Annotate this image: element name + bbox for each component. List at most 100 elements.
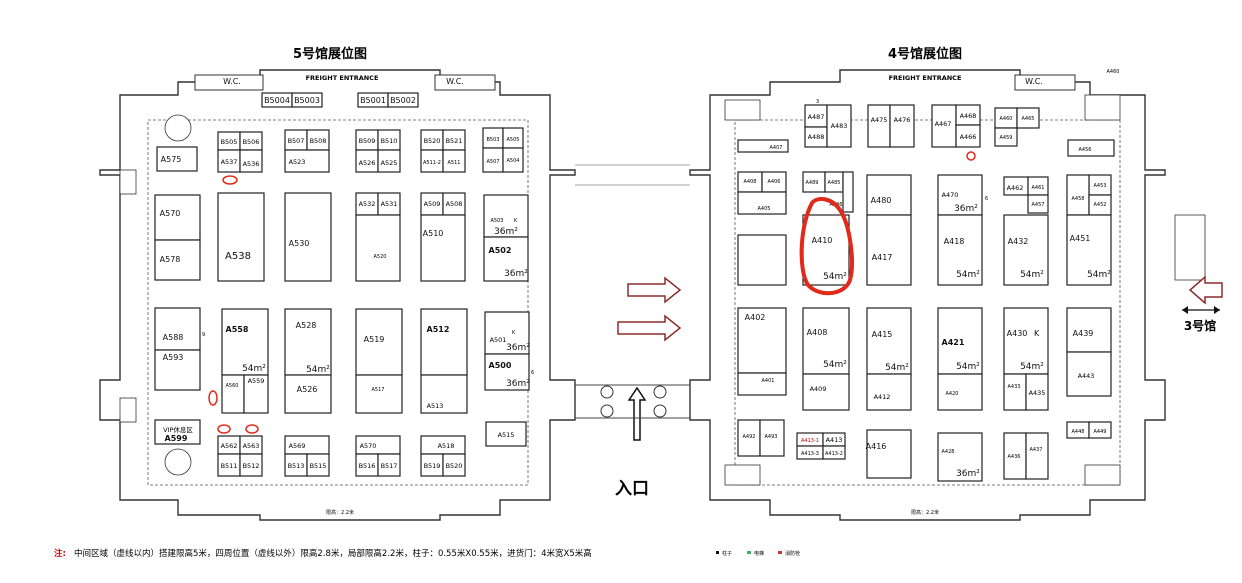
booth-A461[interactable]: A461	[1027, 176, 1049, 196]
booth-B517[interactable]: B517	[377, 453, 401, 477]
booth-B508[interactable]: B508	[306, 129, 330, 151]
booth-A488[interactable]: A488	[804, 126, 828, 148]
booth-A452[interactable]: A452	[1088, 194, 1112, 216]
booth-B512[interactable]: B512	[239, 453, 263, 477]
booth-B505[interactable]: B505	[217, 131, 241, 151]
booth-A563[interactable]: A563	[239, 435, 263, 455]
booth-A511-2[interactable]: A511-2	[420, 149, 444, 173]
booth-A537[interactable]: A537	[217, 149, 241, 173]
booth-A493[interactable]: A493	[759, 419, 785, 457]
booth-A401[interactable]: A401	[737, 372, 787, 396]
booth-A405[interactable]: A405	[737, 191, 787, 215]
booth-B5002[interactable]: B5002	[387, 92, 419, 108]
booth-A505[interactable]: A505	[502, 127, 524, 149]
booth-A406[interactable]: A406	[761, 171, 787, 193]
booth-A518[interactable]: A518	[420, 435, 466, 455]
booth-B5004[interactable]: B5004	[261, 92, 293, 108]
booth-A467[interactable]: A467	[931, 104, 957, 148]
booth-A526[interactable]: A526	[355, 149, 379, 173]
booth-B516[interactable]: B516	[355, 453, 379, 477]
booth-A408t[interactable]: A408	[737, 171, 763, 193]
booth-A523[interactable]: A523	[284, 149, 330, 173]
booth-A435[interactable]: A435	[1025, 373, 1049, 411]
booth-A530[interactable]: A530	[284, 192, 332, 282]
booth-B509[interactable]: B509	[355, 129, 379, 151]
booth-B510[interactable]: B510	[377, 129, 401, 151]
booth-A538[interactable]: A538	[217, 192, 265, 282]
booth-A439[interactable]: A439	[1066, 307, 1112, 353]
booth-A457[interactable]: A457	[1027, 194, 1049, 214]
booth-A508[interactable]: A508	[442, 192, 466, 216]
booth-A476[interactable]: A476	[889, 104, 915, 148]
booth-A560[interactable]: A560	[221, 374, 245, 414]
booth-A536[interactable]: A536	[239, 149, 263, 173]
booth-A453[interactable]: A453	[1088, 174, 1112, 196]
booth-A417[interactable]: A417	[866, 214, 912, 286]
booth-A459[interactable]: A459	[994, 127, 1018, 147]
booth-A475[interactable]: A475	[867, 104, 891, 148]
booth-B506[interactable]: B506	[239, 131, 263, 151]
booth-A588[interactable]: A588	[154, 307, 201, 351]
booth-B521[interactable]: B521	[442, 129, 466, 151]
booth-A513[interactable]: A513	[420, 374, 468, 414]
booth-A412[interactable]: A412	[866, 373, 912, 411]
booth-A532[interactable]: A532	[355, 192, 379, 216]
booth-A593[interactable]: A593	[154, 349, 201, 391]
booth-B519[interactable]: B519	[420, 453, 444, 477]
booth-B520[interactable]: B520	[420, 129, 444, 151]
booth-A462[interactable]: A462	[1003, 176, 1029, 196]
booth-A504[interactable]: A504	[502, 147, 524, 173]
booth-A489[interactable]: A489	[802, 171, 826, 193]
booth-A569[interactable]: A569	[284, 435, 330, 455]
booth-A570b[interactable]: A570	[355, 435, 401, 455]
booth-A433[interactable]: A433	[1003, 373, 1027, 411]
booth-A575[interactable]: A575	[156, 146, 198, 172]
booth-A409[interactable]: A409	[802, 373, 850, 411]
booth-A437[interactable]: A437	[1025, 432, 1049, 480]
booth-A413[interactable]: A413	[822, 432, 846, 447]
booth-A511[interactable]: A511	[442, 149, 466, 173]
booth-A531[interactable]: A531	[377, 192, 401, 216]
booth-A465[interactable]: A465	[1016, 107, 1040, 129]
booth-B520b[interactable]: B520	[442, 453, 466, 477]
booth-A492[interactable]: A492	[737, 419, 761, 457]
booth-A517[interactable]: A517	[355, 374, 403, 414]
booth-A515[interactable]: A515	[485, 421, 527, 447]
booth-A420[interactable]: A420	[937, 373, 983, 411]
booth-A507[interactable]: A507	[482, 147, 504, 173]
booth-A413-3[interactable]: A413-3	[796, 445, 824, 460]
booth-A562[interactable]: A562	[217, 435, 241, 455]
booth-A483[interactable]: A483	[826, 104, 852, 148]
booth-B5001[interactable]: B5001	[357, 92, 389, 108]
booth-B503[interactable]: B503	[482, 127, 504, 149]
booth-A449[interactable]: A449	[1088, 421, 1112, 439]
booth-A466[interactable]: A466	[955, 124, 981, 148]
booth-A416[interactable]: A416	[866, 429, 912, 479]
booth-A487[interactable]: A487	[804, 104, 828, 128]
booth-A526b[interactable]: A526	[284, 374, 332, 414]
booth-A402[interactable]: A402	[737, 307, 787, 374]
booth-B511[interactable]: B511	[217, 453, 241, 477]
booth-A407[interactable]: A407	[737, 139, 789, 153]
booth-A436[interactable]: A436	[1003, 432, 1027, 480]
booth-B513[interactable]: B513	[284, 453, 308, 477]
booth-A578[interactable]: A578	[154, 239, 201, 281]
booth-A520[interactable]: A520	[355, 214, 401, 282]
booth-A509[interactable]: A509	[420, 192, 444, 216]
booth-A458[interactable]: A458	[1066, 174, 1090, 216]
booth-A413-1[interactable]: A413-1	[796, 432, 824, 447]
booth-B5003[interactable]: B5003	[291, 92, 323, 108]
